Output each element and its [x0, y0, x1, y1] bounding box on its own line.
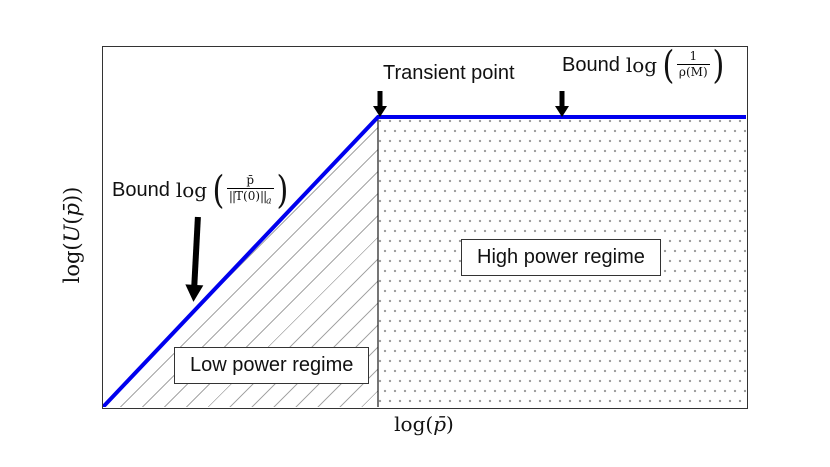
high-bound-fraction: 1 ρ(M) [676, 49, 710, 80]
low-bound-open-paren: ( [212, 167, 225, 212]
den-open-paren2: ( [685, 65, 691, 79]
high-bound-numerator: 1 [689, 49, 698, 64]
low-bound-denominator: ||T(0)||a [226, 187, 274, 207]
x-axis-label: log(p̄) [394, 412, 454, 436]
low-bound-close-paren: ) [275, 167, 288, 212]
y-axis-label-u: U [60, 224, 84, 243]
x-axis-label-log: log( [394, 412, 434, 436]
high-bound-log-operator: log [625, 53, 658, 77]
high-bound-denominator: ρ(M) [676, 64, 710, 80]
den-zero: 0 [247, 188, 256, 203]
den-var-t: T [235, 188, 244, 203]
transient-down-arrow-icon [373, 91, 387, 117]
y-axis-label-open: ( [60, 216, 84, 225]
high-power-regime-label: High power regime [461, 239, 661, 276]
curve-layer [103, 115, 746, 407]
norm-close: || [260, 188, 267, 203]
den-matrix-m: M [690, 65, 703, 79]
x-axis-label-p: p̄ [433, 412, 447, 436]
y-axis-label-log: log( [60, 242, 84, 284]
high-bound-close-paren: ) [712, 42, 725, 87]
transient-point-label: Transient point [383, 62, 515, 84]
y-axis-label-p: p̄ [60, 203, 84, 217]
den-close-paren: ) [255, 188, 261, 203]
low-bound-fraction: p̄ ||T(0)||a [226, 172, 274, 207]
den-close-paren2: ) [702, 65, 708, 79]
plot-area: Low power regime High power regime [102, 46, 748, 409]
den-rho: ρ [678, 65, 686, 79]
low-bound-word: Bound [112, 178, 170, 201]
norm-open: || [228, 188, 236, 203]
y-axis-label: log(U(p̄)) [60, 187, 84, 284]
high-bound-open-paren: ( [662, 42, 675, 87]
low-bound-log-operator: log [175, 178, 208, 202]
low-power-regime-label: Low power regime [174, 347, 370, 384]
y-axis-label-close: )) [60, 186, 84, 204]
bound-curve [103, 115, 746, 407]
low-bound-label: Bound log ( p̄ ||T(0)||a ) [112, 170, 289, 210]
high-bound-word: Bound [562, 53, 620, 76]
high-bound-down-arrow-icon [555, 91, 569, 117]
low-bound-numerator: p̄ [246, 172, 255, 187]
plot-inner: Low power regime High power regime [103, 47, 746, 407]
norm-subscript: a [266, 195, 272, 206]
den-open-paren: ( [243, 188, 248, 203]
low-bound-down-arrow-icon [185, 216, 204, 302]
x-axis-label-close: ) [446, 412, 454, 436]
high-bound-label: Bound log ( 1 ρ(M) ) [562, 45, 725, 85]
